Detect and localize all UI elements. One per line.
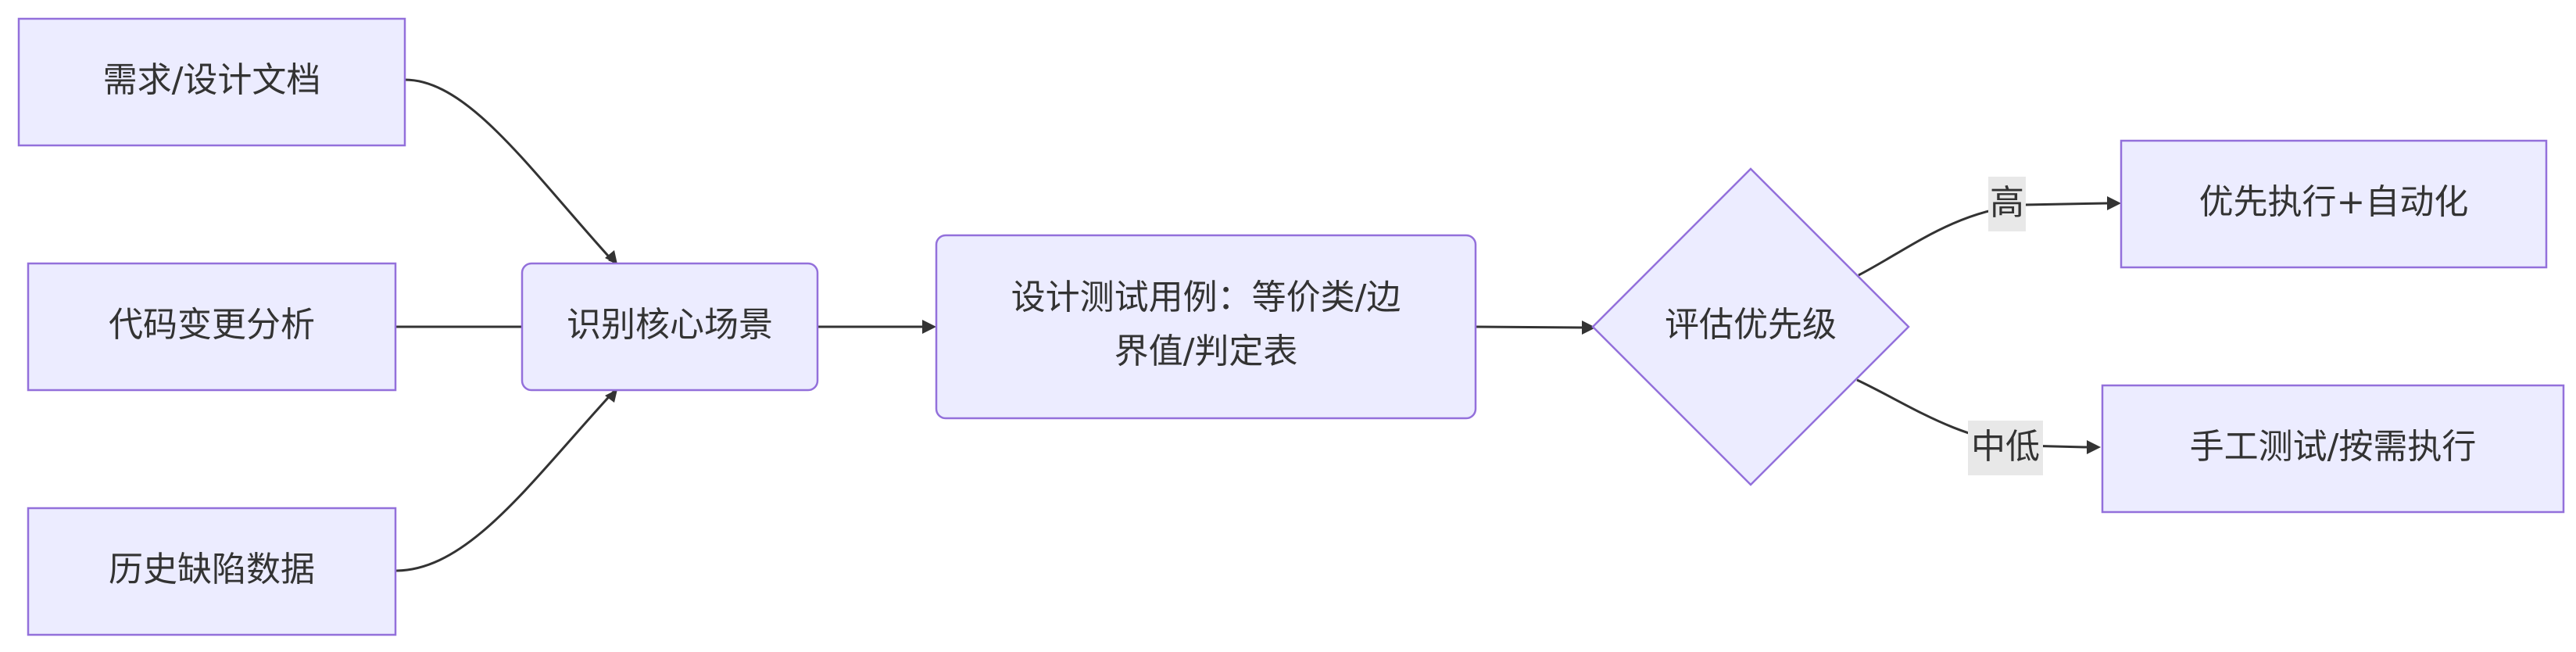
node-req-docs[interactable]: 需求/设计文档: [17, 17, 406, 147]
edge-evaluate-to-priority: [1858, 202, 2108, 277]
node-code-change[interactable]: 代码变更分析: [27, 262, 397, 392]
node-code-change-label: 代码变更分析: [109, 305, 315, 345]
edge-req-to-identify: [404, 78, 616, 264]
node-manual-on-demand-label: 手工测试/按需执行: [2190, 427, 2477, 467]
node-priority-exec-auto-label: 优先执行+自动化: [2199, 182, 2469, 222]
arrowhead-evaluate-to-priority: [2107, 196, 2121, 210]
node-identify-scenarios[interactable]: 识别核心场景: [521, 262, 819, 392]
edge-design-to-evaluate: [1475, 325, 1583, 329]
arrowhead-req-to-identify: [605, 250, 617, 264]
arrowhead-defect-to-identify: [605, 389, 617, 403]
node-design-cases-label-line1: 设计测试用例：等价类/边: [1011, 278, 1401, 317]
edge-label-mid-low-text: 中低: [1971, 427, 2040, 467]
arrowhead-design-to-evaluate: [1582, 321, 1596, 335]
node-req-docs-label: 需求/设计文档: [103, 60, 321, 100]
edge-defect-to-identify: [395, 389, 616, 572]
node-design-cases-label-line2: 界值/判定表: [1114, 331, 1298, 371]
node-evaluate-priority[interactable]: 评估优先级: [1591, 167, 1910, 486]
arrowhead-identify-to-design: [922, 320, 936, 334]
edge-label-mid-low: 中低: [1968, 421, 2043, 475]
node-defect-history[interactable]: 历史缺陷数据: [27, 507, 397, 636]
edge-label-high-text: 高: [1990, 183, 2024, 223]
node-evaluate-priority-label: 评估优先级: [1665, 305, 1837, 345]
arrowhead-evaluate-to-manual: [2087, 440, 2101, 454]
edge-label-high: 高: [1988, 177, 2026, 231]
node-defect-history-label: 历史缺陷数据: [109, 550, 315, 589]
node-design-cases[interactable]: 设计测试用例：等价类/边 界值/判定表: [935, 234, 1477, 420]
node-priority-exec-auto[interactable]: 优先执行+自动化: [2120, 139, 2548, 269]
node-manual-on-demand[interactable]: 手工测试/按需执行: [2101, 384, 2565, 514]
node-identify-scenarios-label: 识别核心场景: [567, 305, 773, 345]
